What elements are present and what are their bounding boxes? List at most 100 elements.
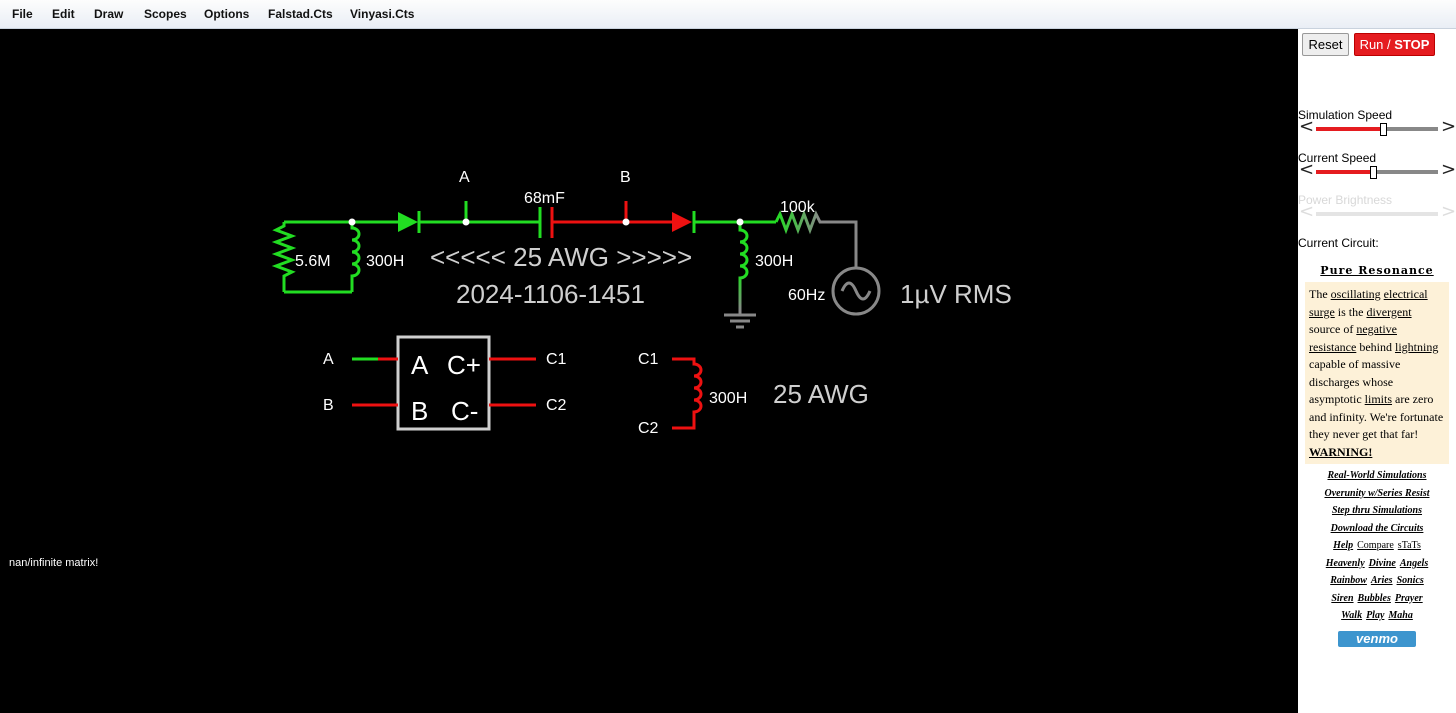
slider-fill (1316, 127, 1384, 131)
slider-track[interactable] (1316, 166, 1438, 179)
link-divine[interactable]: Divine (1368, 557, 1396, 569)
resistor-right[interactable] (774, 209, 858, 268)
description-text: behind (1356, 339, 1395, 354)
description-link[interactable]: divergent (1366, 304, 1412, 319)
description-link[interactable]: electrical surge (1309, 287, 1428, 319)
control-panel: Reset Run / STOP Simulation Speed < > Cu… (1298, 29, 1456, 713)
label-coil-c1: C1 (638, 351, 659, 368)
label-inductor-right: 300H (755, 253, 793, 270)
chevron-right-icon[interactable]: > (1441, 116, 1456, 137)
slider-track[interactable] (1316, 123, 1438, 136)
chevron-right-icon: > (1441, 201, 1456, 222)
label-source-freq: 60Hz (788, 287, 825, 304)
link-sonics[interactable]: Sonics (1396, 575, 1424, 586)
coil-note: 25 AWG (773, 379, 869, 409)
links-row: Step thru Simulations (1298, 502, 1456, 520)
label-coil-c2: C2 (638, 420, 659, 437)
diode-2[interactable] (672, 211, 696, 233)
link-help[interactable]: Help (1333, 540, 1354, 551)
power-brightness-slider: < > (1298, 201, 1456, 222)
menu-edit[interactable]: Edit (52, 7, 75, 21)
box-pin-cminus: C- (451, 396, 478, 426)
venmo-button[interactable]: venmo (1338, 631, 1416, 647)
link-siren[interactable]: Siren (1331, 592, 1354, 604)
circuit-description: The oscillating electrical surge is the … (1305, 282, 1449, 464)
stop-label: STOP (1394, 37, 1430, 52)
menu-vinyasi-cts[interactable]: Vinyasi.Cts (350, 7, 415, 21)
label-capacitor: 68mF (524, 190, 565, 207)
inductor-left[interactable] (350, 222, 361, 292)
link-prayer[interactable]: Prayer (1394, 592, 1423, 604)
label-resistor-right: 100k (780, 199, 816, 216)
label-box-in-b: B (323, 397, 334, 414)
label-box-out-c1: C1 (546, 351, 567, 368)
link-stats[interactable]: sTaTs (1397, 540, 1421, 551)
inductor-right[interactable] (738, 222, 749, 314)
link-bubbles[interactable]: Bubbles (1357, 592, 1391, 604)
links-row: Real-World Simulations (1298, 467, 1456, 485)
resistor-left[interactable] (271, 222, 352, 294)
label-coil-value: 300H (709, 390, 747, 407)
description-link[interactable]: oscillating (1330, 287, 1381, 301)
link-rainbow[interactable]: Rainbow (1330, 575, 1367, 586)
subcircuit-box[interactable]: A C+ B C- (352, 335, 536, 431)
description-link[interactable]: limits (1364, 392, 1393, 406)
simulation-speed-slider[interactable]: < > (1298, 116, 1456, 137)
status-message: nan/infinite matrix! (9, 557, 99, 569)
description-link[interactable]: negative resistance (1309, 322, 1397, 354)
menu-options[interactable]: Options (204, 7, 250, 21)
label-source-rms: 1µV RMS (900, 279, 1012, 309)
circuit-title-link[interactable]: Pure Resonance (1320, 264, 1434, 277)
links-row: Overunity w/Series Resist (1298, 485, 1456, 503)
description-link[interactable]: WARNING! (1309, 444, 1373, 459)
slider-thumb[interactable] (1380, 123, 1388, 136)
link-real-world-simulations[interactable]: Real-World Simulations (1327, 470, 1427, 481)
box-pin-cplus: C+ (447, 350, 481, 380)
banner-25awg: <<<<< 25 AWG >>>>> (430, 242, 692, 272)
capacitor-68mf[interactable] (538, 207, 554, 238)
node-dots (348, 218, 744, 226)
reset-button[interactable]: Reset (1302, 33, 1349, 56)
link-overunity-w-series-resist[interactable]: Overunity w/Series Resist (1324, 487, 1430, 499)
menu-scopes[interactable]: Scopes (144, 7, 187, 21)
link-aries[interactable]: Aries (1370, 575, 1393, 586)
run-stop-button[interactable]: Run / STOP (1354, 33, 1435, 56)
current-speed-slider[interactable]: < > (1298, 159, 1456, 180)
box-pin-b: B (411, 396, 428, 426)
label-box-in-a: A (323, 351, 334, 368)
chevron-left-icon: < (1299, 201, 1315, 222)
coil-c1-c2[interactable] (672, 357, 703, 430)
label-inductor-left: 300H (366, 253, 404, 270)
chevron-left-icon[interactable]: < (1299, 116, 1315, 137)
circuit-diagram[interactable]: 5.6M 300H A B 68mF 100k 300H 60Hz A B C1… (0, 29, 1298, 713)
ac-source[interactable] (831, 266, 881, 316)
menu-file[interactable]: File (12, 7, 33, 21)
simulation-speed-label: Simulation Speed (1298, 108, 1393, 122)
link-step-thru-simulations[interactable]: Step thru Simulations (1331, 505, 1423, 516)
link-walk[interactable]: Walk (1341, 610, 1363, 621)
link-compare[interactable]: Compare (1357, 540, 1394, 551)
label-box-out-c2: C2 (546, 397, 567, 414)
link-heavenly[interactable]: Heavenly (1325, 557, 1365, 569)
link-angels[interactable]: Angels (1399, 557, 1429, 569)
diode-1[interactable] (398, 211, 421, 233)
chevron-left-icon[interactable]: < (1299, 159, 1315, 180)
menu-falstad-cts[interactable]: Falstad.Cts (268, 7, 333, 21)
link-download-the-circuits[interactable]: Download the Circuits (1330, 522, 1424, 534)
slider-thumb[interactable] (1370, 166, 1378, 179)
chevron-right-icon[interactable]: > (1441, 159, 1456, 180)
description-text: are zero and infinity. We're fortunate t… (1309, 392, 1444, 441)
label-node-a: A (459, 169, 470, 186)
ground-symbol[interactable] (724, 313, 756, 329)
circuit-canvas[interactable]: 5.6M 300H A B 68mF 100k 300H 60Hz A B C1… (0, 29, 1298, 713)
menu-draw[interactable]: Draw (94, 7, 124, 21)
description-link[interactable]: lightning (1394, 339, 1439, 354)
links-row: Download the Circuits (1298, 520, 1456, 538)
description-text: capable of massive discharges whose asym… (1309, 357, 1401, 406)
link-play[interactable]: Play (1366, 610, 1385, 621)
description-text: is the (1334, 304, 1367, 319)
link-maha[interactable]: Maha (1388, 610, 1413, 621)
